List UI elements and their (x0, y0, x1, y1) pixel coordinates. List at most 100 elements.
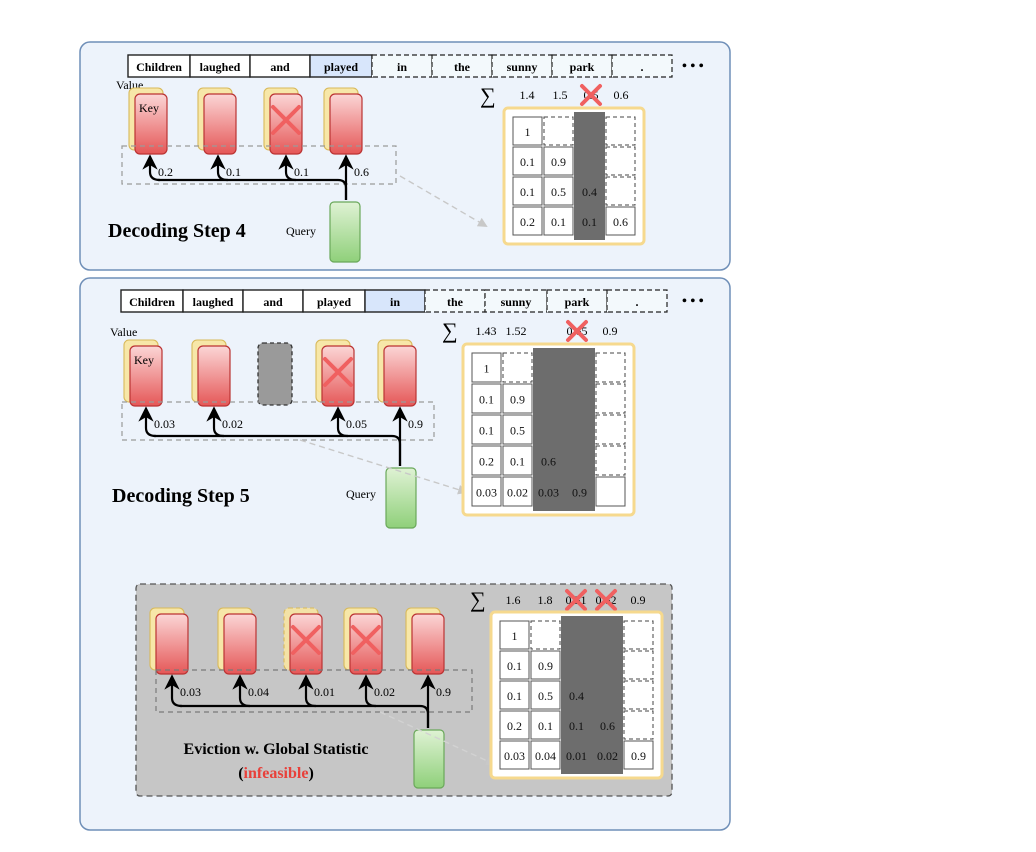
matrix-cell (499, 650, 530, 680)
attention-score: 0.1 (294, 165, 309, 179)
evict-x-stroke (271, 105, 301, 135)
step5-title: Decoding Step 5 (112, 485, 250, 507)
matrix-value: 0.9 (538, 659, 553, 673)
matrix-cell (543, 176, 574, 206)
matrix-value: 0.1 (507, 659, 522, 673)
attention-score: 0.02 (374, 685, 395, 699)
matrix-cell (499, 620, 530, 650)
matrix-cell (605, 146, 636, 176)
key-card (269, 93, 303, 155)
column-sum: 1.43 (476, 324, 497, 338)
token-label: played (324, 60, 358, 74)
token-label: Children (129, 295, 175, 309)
step5-matrix-connector (299, 439, 468, 495)
global-kv-cache (149, 607, 445, 675)
step5-value-label: Value (110, 325, 137, 339)
matrix-cell (512, 206, 543, 236)
attention-score: 0.1 (226, 165, 241, 179)
matrix-value: 0.03 (538, 486, 559, 500)
matrix-value: 0.04 (535, 749, 556, 763)
global-sum-symbol: ∑ (470, 587, 486, 612)
attention-arrow (232, 674, 251, 708)
token-label: sunny (501, 295, 532, 309)
matrix-value: 0.2 (479, 455, 494, 469)
matrix-value: 0.5 (538, 689, 553, 703)
matrix-value: 0.03 (476, 486, 497, 500)
key-card (203, 93, 237, 155)
step4-column-sums: 1.41.50.50.6 (520, 84, 629, 106)
step5-ellipsis: • • • (682, 294, 704, 309)
matrix-cell (530, 680, 561, 710)
key-card (329, 93, 363, 155)
key-card (383, 345, 417, 407)
column-sum: 1.52 (506, 324, 527, 338)
token-label: played (317, 295, 351, 309)
matrix-cell (499, 740, 530, 770)
evicted-slot (257, 342, 293, 406)
key-card (223, 613, 257, 675)
step5-query (385, 467, 417, 529)
evict-x-stroke (323, 357, 353, 387)
evict-x-stroke (565, 589, 587, 611)
attention-score: 0.02 (222, 417, 243, 431)
attention-arrow (164, 674, 183, 708)
token-label: . (641, 60, 644, 74)
token-box (431, 54, 493, 78)
matrix-cell (595, 414, 626, 445)
matrix-cell (595, 476, 626, 507)
step4-matrix-connector (399, 175, 488, 227)
key-card (129, 345, 163, 407)
evict-x-stroke (351, 625, 381, 655)
matrix-value: 0.1 (551, 215, 566, 229)
attention-score: 0.9 (436, 685, 451, 699)
matrix-value: 1 (512, 629, 518, 643)
key-label: Key (134, 353, 154, 367)
attention-arrow (210, 154, 229, 182)
matrix-value: 0.03 (504, 749, 525, 763)
matrix-cell (502, 383, 533, 414)
matrix-cell (502, 476, 533, 507)
sum-evict-x-icon (595, 589, 617, 611)
token-label: and (263, 295, 283, 309)
global-matrix-connector (379, 711, 496, 766)
matrix-value: 0.1 (582, 215, 597, 229)
matrix-cell (471, 352, 502, 383)
matrix-value: 1 (484, 362, 490, 376)
attention-arrow (358, 674, 377, 708)
matrix-cell (623, 680, 654, 710)
step4-query (329, 201, 361, 263)
evict-x-stroke (580, 84, 602, 106)
matrix-value: 0.4 (582, 185, 597, 199)
matrix-cell (512, 176, 543, 206)
matrix-value: 0.1 (538, 719, 553, 733)
matrix-cell (605, 176, 636, 206)
matrix-value: 0.5 (551, 185, 566, 199)
token-box (546, 289, 608, 313)
matrix-cell (605, 116, 636, 146)
matrix-cell (543, 116, 574, 146)
global-attention-box (155, 669, 473, 713)
matrix-value: 0.9 (551, 155, 566, 169)
matrix-value: 0.1 (520, 185, 535, 199)
sum-evict-x-icon (580, 84, 602, 106)
global-query (413, 729, 445, 789)
key-card (289, 613, 323, 675)
column-sum: 0.6 (614, 88, 629, 102)
token-label: park (570, 60, 595, 74)
step4-sum-symbol: ∑ (480, 83, 496, 108)
token-label: . (636, 295, 639, 309)
evict-x-icon (271, 105, 301, 135)
matrix-cell (623, 710, 654, 740)
matrix-value: 0.1 (479, 393, 494, 407)
matrix-cell (499, 680, 530, 710)
sum-evict-x-icon (565, 589, 587, 611)
attention-score: 0.03 (180, 685, 201, 699)
token-label: in (390, 295, 400, 309)
matrix-value: 0.9 (631, 749, 646, 763)
matrix-value: 0.1 (569, 719, 584, 733)
global-title: Eviction w. Global Statistic (184, 741, 369, 758)
step4-title: Decoding Step 4 (108, 220, 246, 242)
